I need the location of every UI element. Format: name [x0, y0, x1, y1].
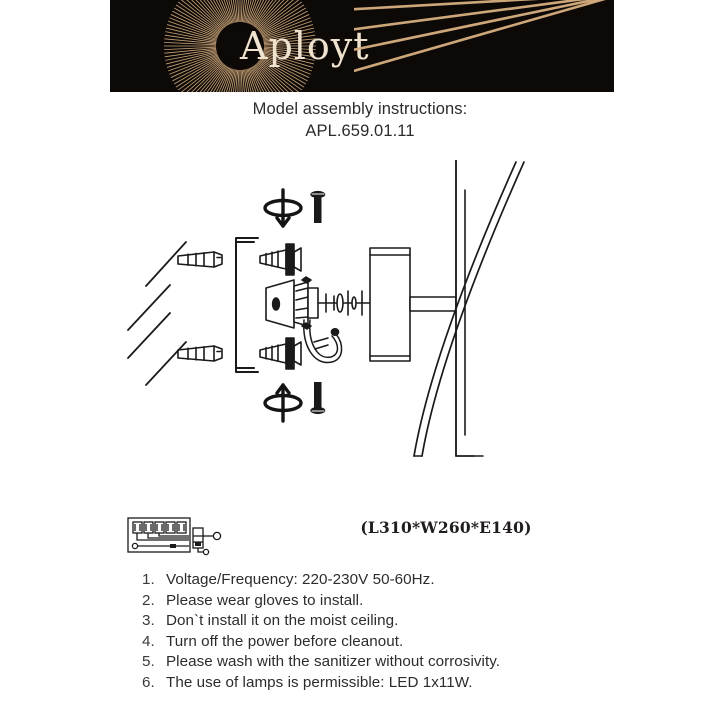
list-item-text: Turn off the power before cleanout.	[166, 632, 404, 650]
wiring-terminal-diagram-icon	[126, 514, 230, 556]
instruction-list: 1. Voltage/Frequency: 220-230V 50-60Hz. …	[142, 570, 642, 694]
list-item-text: Voltage/Frequency: 220-230V 50-60Hz.	[166, 571, 435, 588]
rotate-screw-symbol	[263, 383, 303, 423]
curved-lamp-body	[413, 159, 525, 457]
list-item-number: 6.	[142, 673, 155, 691]
mounting-bracket	[235, 237, 259, 373]
lamp-base-cylinder	[369, 247, 411, 362]
list-item: 6. The use of lamps is permissible: LED …	[142, 673, 642, 694]
wall-anchor-plug	[177, 251, 223, 268]
list-item: 1. Voltage/Frequency: 220-230V 50-60Hz.	[142, 570, 642, 591]
lamp-connecting-arm	[409, 296, 457, 312]
wall-anchor-plug	[177, 345, 223, 362]
fixing-screw	[310, 190, 326, 223]
mounting-backplate	[265, 279, 295, 329]
terminal-connector	[293, 276, 319, 330]
brand-name: Aployt	[240, 24, 370, 68]
product-dimensions: (L310*W260*E140)	[360, 518, 532, 537]
fixing-screw	[310, 382, 326, 415]
page-title: Model assembly instructions: APL.659.01.…	[0, 98, 720, 142]
sunburst-logo-icon	[162, 0, 318, 92]
mounting-screw	[259, 337, 302, 370]
list-item-text: Please wash with the sanitizer without c…	[166, 653, 500, 671]
brand-banner: Aployt	[110, 0, 614, 92]
list-item: 2. Please wear gloves to install.	[142, 591, 642, 612]
title-line-1: Model assembly instructions:	[252, 100, 468, 118]
threaded-rod	[317, 290, 371, 316]
list-item: 4. Turn off the power before cleanout.	[142, 632, 642, 653]
radiating-rays-icon	[202, 0, 614, 92]
wire-loop	[303, 319, 343, 364]
mounting-screw	[259, 243, 302, 276]
list-item-text: Don`t install it on the moist ceiling.	[166, 612, 399, 630]
rotate-screw-symbol	[263, 188, 303, 228]
list-item-number: 5.	[142, 653, 155, 671]
list-item-number: 1.	[142, 571, 155, 588]
list-item: 5. Please wash with the sanitizer withou…	[142, 652, 642, 673]
list-item-number: 3.	[142, 612, 155, 630]
list-item-text: The use of lamps is permissible: LED 1x1…	[166, 673, 473, 691]
model-code: APL.659.01.11	[305, 122, 415, 140]
dimensions-row: (L310*W260*E140)	[118, 512, 598, 558]
wall-lamp-assembly-diagram	[118, 159, 538, 490]
list-item: 3. Don`t install it on the moist ceiling…	[142, 611, 642, 632]
list-item-number: 4.	[142, 632, 155, 650]
list-item-text: Please wear gloves to install.	[166, 591, 364, 609]
list-item-number: 2.	[142, 591, 155, 609]
